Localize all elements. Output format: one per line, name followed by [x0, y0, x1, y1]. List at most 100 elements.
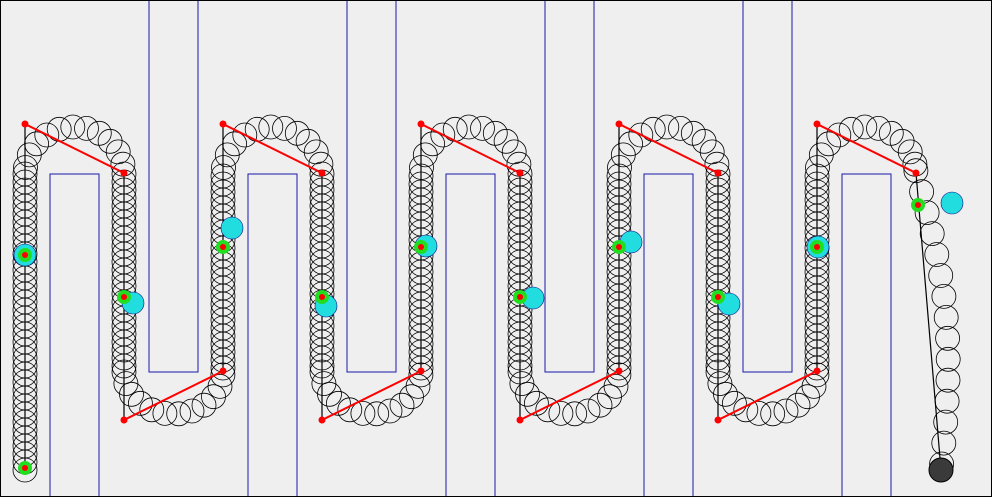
trail-circle	[139, 397, 165, 423]
green-marker-center-dot	[121, 294, 127, 300]
waypoint-segment	[519, 370, 620, 421]
trail-circle	[889, 128, 915, 154]
green-marker-center-dot	[22, 252, 28, 258]
trail-circle	[166, 401, 192, 427]
green-marker-center-dot	[915, 202, 921, 208]
trail-circle	[232, 122, 258, 148]
trail-circle	[931, 283, 957, 309]
trail-circle	[389, 392, 415, 418]
trail-circle	[97, 128, 123, 154]
trail-circle	[405, 373, 431, 399]
trail-circle	[928, 263, 954, 288]
waypoint-dot	[516, 169, 524, 177]
trail-circle	[509, 371, 535, 397]
trail-circle	[113, 371, 139, 397]
trail-circle	[801, 373, 827, 399]
trail-circle	[317, 381, 342, 407]
trail-circle	[933, 409, 959, 435]
trail-circle	[773, 398, 799, 424]
waypoint-dot	[120, 416, 128, 424]
trail-circle	[878, 120, 904, 146]
trail-circle	[628, 122, 654, 148]
trail-circle	[603, 373, 629, 399]
waypoint-segment	[816, 123, 917, 174]
trail-circle	[575, 398, 601, 424]
trail-circle	[127, 390, 153, 416]
trail-circle	[852, 114, 878, 140]
waypoint-segment	[618, 123, 719, 174]
green-marker-center-dot	[319, 294, 325, 300]
trail-circle	[935, 325, 960, 351]
trail-circle	[535, 397, 561, 423]
waypoint-segment	[222, 123, 323, 174]
trail-circle	[897, 139, 923, 165]
trail-circle	[826, 122, 852, 148]
trail-circle	[680, 120, 706, 146]
trail-circle	[258, 114, 284, 140]
trail-circle	[295, 128, 321, 154]
trail-circle	[668, 115, 693, 141]
trail-circle	[760, 401, 786, 427]
green-marker-center-dot	[616, 244, 622, 250]
trail-circle	[733, 397, 759, 423]
trail-circle	[284, 120, 310, 146]
trail-circle	[470, 115, 495, 141]
waypoint-segment	[24, 123, 125, 174]
waypoint-dot	[219, 120, 227, 128]
trail-circle	[311, 371, 337, 397]
trail-circle	[152, 400, 178, 426]
waypoint-dot	[21, 120, 29, 128]
trail-circle	[931, 430, 957, 456]
trail-circle	[430, 122, 456, 148]
trail-circle	[456, 114, 482, 140]
trail-circle	[924, 242, 950, 267]
waypoint-dot	[813, 120, 821, 128]
corridor-wall-lines	[49, 0, 892, 497]
trail-circle	[866, 115, 891, 141]
trail-circle	[785, 392, 811, 418]
waypoint-dot	[120, 169, 128, 177]
waypoint-dot	[912, 169, 920, 177]
trail-circle	[746, 400, 772, 426]
waypoint-dot	[219, 367, 227, 375]
waypoint-dot	[714, 169, 722, 177]
trail-circle	[933, 304, 959, 330]
trail-circle	[548, 400, 574, 426]
waypoint-dot	[813, 367, 821, 375]
waypoint-segment	[717, 370, 818, 421]
trail-circle	[34, 122, 60, 148]
trail-circle	[935, 346, 961, 372]
trail-circle	[179, 398, 205, 424]
trail-circle	[654, 114, 680, 140]
green-marker-center-dot	[22, 465, 28, 471]
trail-circle	[935, 367, 961, 393]
trail-circle	[493, 128, 519, 154]
waypoint-dot	[615, 120, 623, 128]
trail-circle	[914, 200, 940, 226]
trail-circle	[562, 401, 588, 427]
cyan-sensor-marker	[220, 216, 244, 240]
cyan-sensor-marker	[940, 191, 964, 215]
waypoint-segment	[123, 370, 224, 421]
waypoint-dot	[615, 367, 623, 375]
corridor-walls	[49, 0, 892, 497]
trail-circle	[86, 120, 112, 146]
waypoint-segment	[321, 370, 422, 421]
sensor-markers	[13, 191, 964, 475]
waypoint-dot	[417, 120, 425, 128]
trail-circle	[272, 115, 297, 141]
green-marker-center-dot	[715, 294, 721, 300]
trail-circle	[524, 390, 549, 416]
green-marker-center-dot	[517, 294, 523, 300]
trail-circle	[60, 114, 86, 140]
trail-circle	[515, 381, 540, 407]
trail-circle	[191, 392, 217, 418]
waypoint-dot	[318, 416, 326, 424]
trail-circle	[691, 128, 717, 154]
trail-circle	[713, 381, 738, 407]
trail-circle	[919, 221, 945, 247]
green-marker-center-dot	[418, 244, 424, 250]
trail-circle	[325, 390, 351, 416]
waypoint-dot	[417, 367, 425, 375]
